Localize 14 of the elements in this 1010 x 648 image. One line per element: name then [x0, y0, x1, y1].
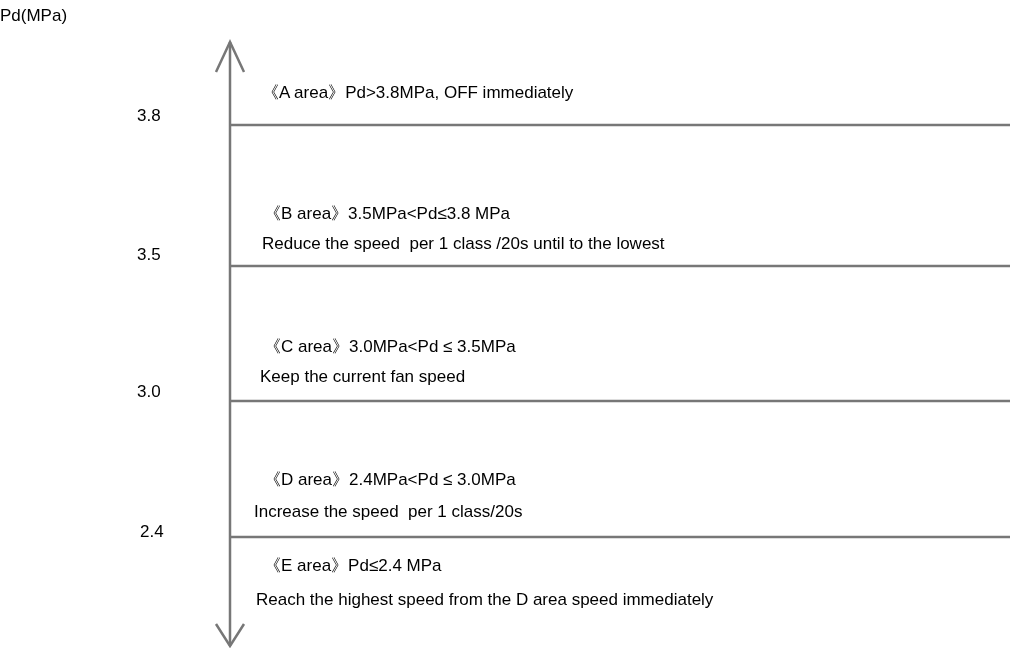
- area-action: Reach the highest speed from the D area speed immediately: [256, 590, 714, 610]
- area-description: 《D area》2.4MPa<Pd ≤ 3.0MPa: [264, 470, 516, 490]
- area-description: 《C area》3.0MPa<Pd ≤ 3.5MPa: [264, 337, 516, 357]
- axis-tick-label: 3.5: [137, 245, 161, 265]
- axis-tick-label: 2.4: [140, 522, 164, 542]
- area-action: Reduce the speed per 1 class /20s until to the lowest: [262, 234, 665, 254]
- axis-tick-label: 3.8: [137, 106, 161, 126]
- area-action: Keep the current fan speed: [260, 367, 466, 387]
- area-action: Increase the speed per 1 class/20s: [254, 502, 523, 522]
- axis-tick-label: 3.0: [137, 382, 161, 402]
- area-description: 《E area》Pd≤2.4 MPa: [264, 556, 442, 576]
- area-description: 《A area》Pd>3.8MPa, OFF immediately: [262, 83, 574, 103]
- area-description: 《B area》3.5MPa<Pd≤3.8 MPa: [264, 204, 511, 224]
- axis-title: Pd(MPa): [0, 6, 68, 26]
